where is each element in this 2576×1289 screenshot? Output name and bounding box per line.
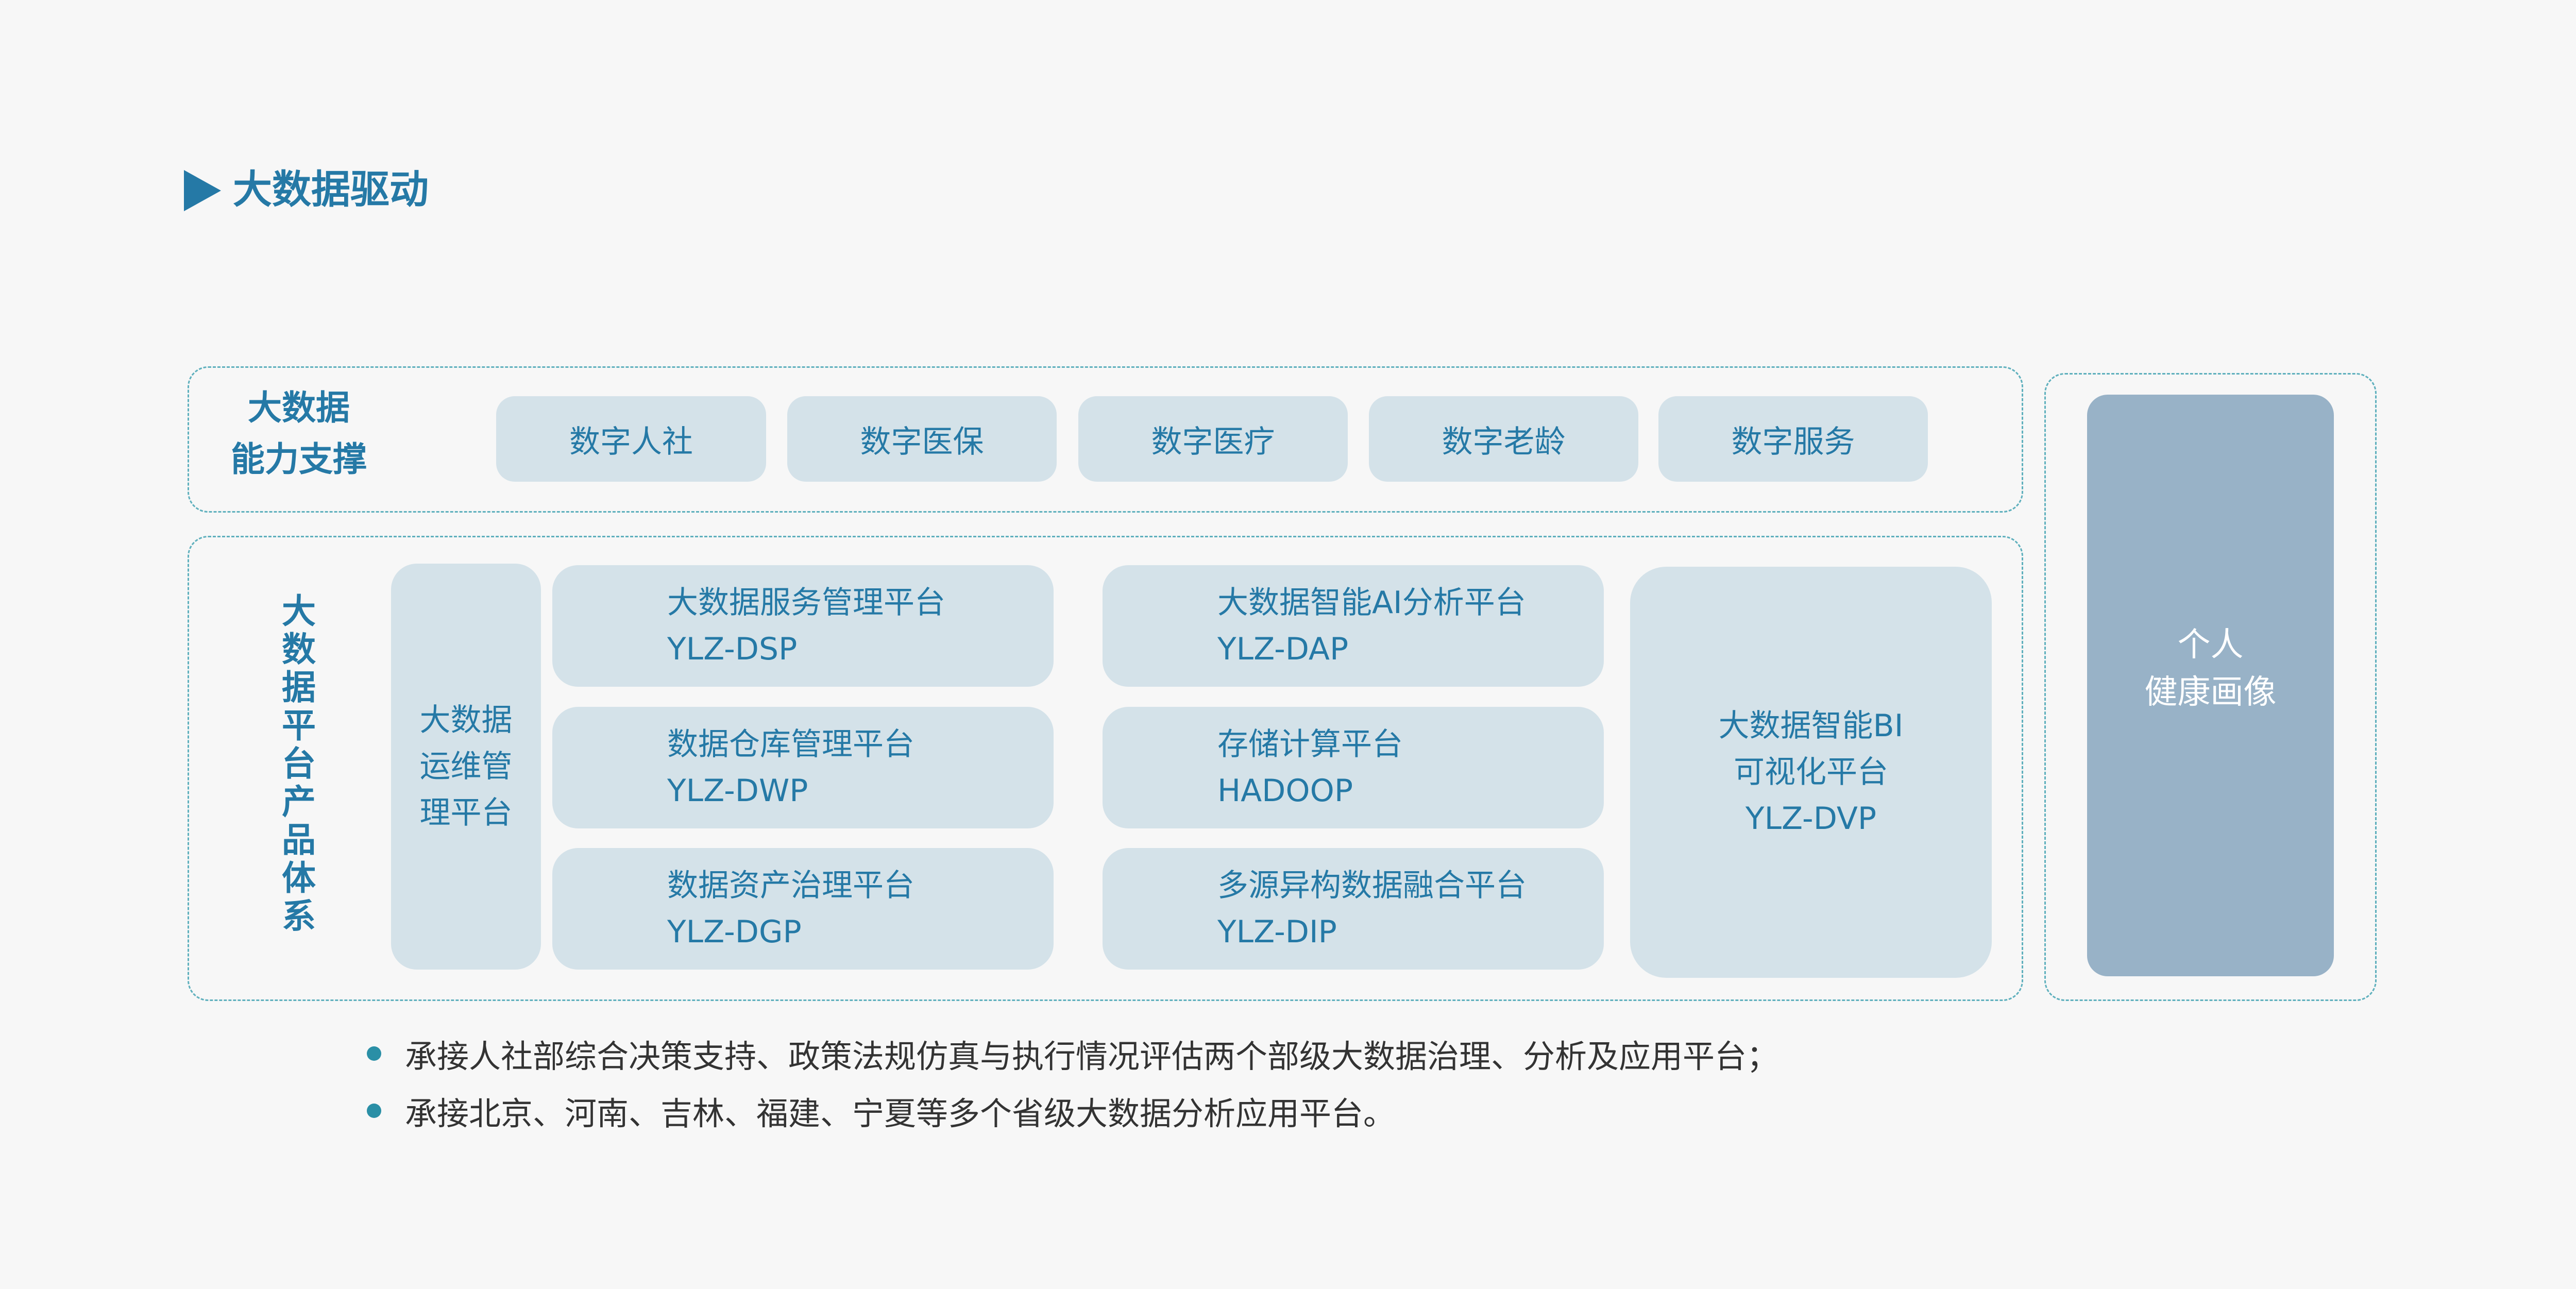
capability-item: 数字服务 [1658, 396, 1928, 482]
title-triangle-icon [184, 170, 221, 211]
platform-box-dsp: 大数据服务管理平台 YLZ-DSP [552, 565, 1054, 687]
personal-line1: 个人 [2177, 626, 2244, 664]
capability-item: 数字老龄 [1369, 396, 1638, 482]
bullet-dot-icon [367, 1104, 381, 1118]
platform-code: YLZ-DAP [1217, 631, 1349, 667]
platform-name: 多源异构数据融合平台 [1217, 868, 1527, 904]
platform-code: HADOOP [1217, 773, 1353, 809]
capability-item: 数字医保 [787, 396, 1057, 482]
capability-item: 数字医疗 [1078, 396, 1348, 482]
platform-name: 大数据智能AI分析平台 [1217, 585, 1526, 621]
bullet-text: 承接人社部综合决策支持、政策法规仿真与执行情况评估两个部级大数据治理、分析及应用… [405, 1038, 1779, 1075]
platform-name: 大数据服务管理平台 [667, 585, 945, 621]
platform-box-dwp: 数据仓库管理平台 YLZ-DWP [552, 707, 1054, 828]
ops-platform-box: 大数据 运维管 理平台 [391, 564, 541, 970]
ops-line1: 大数据 [419, 702, 513, 738]
platform-box-hadoop: 存储计算平台 HADOOP [1103, 707, 1604, 828]
ops-line2: 运维管 [419, 749, 513, 785]
capability-section [188, 366, 2023, 513]
platform-label: 大数据平台产品体系 [282, 591, 316, 936]
bi-platform-box: 大数据智能BI 可视化平台 YLZ-DVP [1630, 567, 1992, 978]
platform-code: YLZ-DWP [667, 773, 808, 809]
platform-box-dgp: 数据资产治理平台 YLZ-DGP [552, 848, 1054, 970]
bullet-text: 承接北京、河南、吉林、福建、宁夏等多个省级大数据分析应用平台。 [405, 1095, 1396, 1132]
platform-section [188, 536, 2023, 1001]
bi-line2: 可视化平台 [1734, 754, 1888, 790]
ops-line3: 理平台 [419, 795, 513, 831]
platform-code: YLZ-DGP [667, 914, 802, 950]
capability-item: 数字人社 [496, 396, 766, 482]
capability-label: 大数据 能力支撑 [206, 382, 392, 485]
personal-health-profile-box: 个人 健康画像 [2087, 395, 2334, 976]
personal-section [2044, 373, 2377, 1001]
capability-label-line2: 能力支撑 [231, 439, 367, 479]
bi-line1: 大数据智能BI [1718, 708, 1904, 744]
platform-code: YLZ-DIP [1217, 914, 1337, 950]
bullet-item: 承接人社部综合决策支持、政策法规仿真与执行情况评估两个部级大数据治理、分析及应用… [367, 1030, 1778, 1077]
capability-label-line1: 大数据 [248, 388, 350, 428]
bi-code: YLZ-DVP [1745, 801, 1877, 837]
platform-code: YLZ-DSP [667, 631, 798, 667]
bullet-item: 承接北京、河南、吉林、福建、宁夏等多个省级大数据分析应用平台。 [367, 1088, 1395, 1134]
platform-name: 数据仓库管理平台 [667, 726, 914, 762]
platform-box-dap: 大数据智能AI分析平台 YLZ-DAP [1103, 565, 1604, 687]
platform-name: 数据资产治理平台 [667, 868, 914, 904]
platform-box-dip: 多源异构数据融合平台 YLZ-DIP [1103, 848, 1604, 970]
page-title: 大数据驱动 [233, 166, 429, 212]
bullet-dot-icon [367, 1046, 381, 1061]
personal-line2: 健康画像 [2144, 673, 2277, 711]
platform-name: 存储计算平台 [1217, 726, 1403, 762]
